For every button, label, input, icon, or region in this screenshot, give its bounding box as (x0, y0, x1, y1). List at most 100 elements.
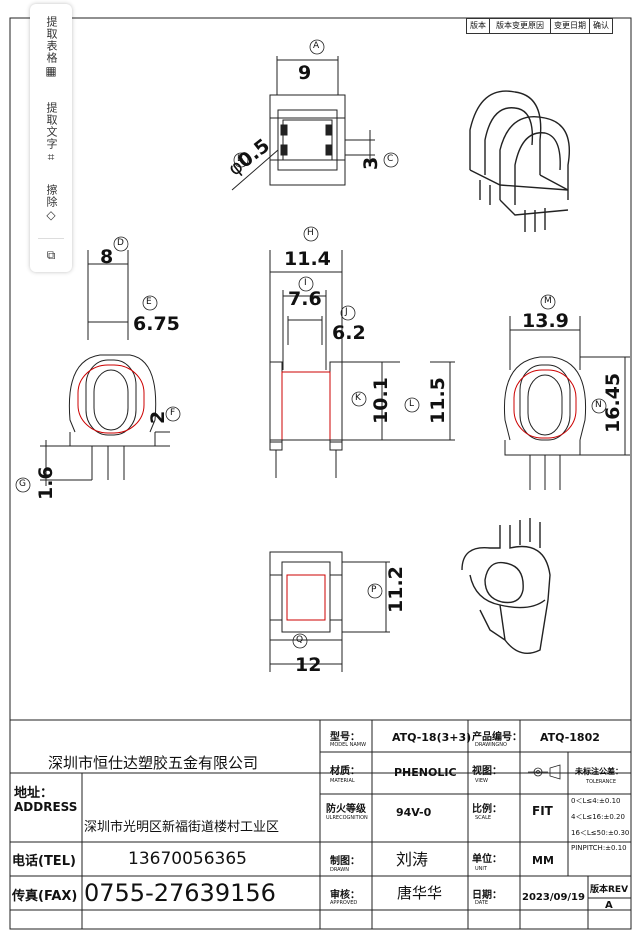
material-label-en: MATERIAL (330, 778, 355, 784)
marker-a-letter: A (313, 41, 320, 51)
dim-p-value: 11.2 (385, 566, 407, 613)
marker-q-letter: Q (296, 635, 304, 645)
marker-f-letter: F (170, 408, 176, 418)
dim-e-value: 6.75 (133, 313, 180, 335)
tolerance-2: 4＜L≤16:±0.20 (571, 813, 625, 821)
dim-n-value: 16.45 (602, 372, 624, 433)
fax-label: 传真(FAX) (12, 889, 78, 904)
unit-label-en: UNIT (475, 866, 487, 872)
scale-label-en: SCALE (475, 815, 492, 821)
dim-k-value: 10.1 (370, 377, 392, 424)
drawing-no-value: ATQ-1802 (540, 731, 600, 744)
dim-l-value: 11.5 (427, 377, 449, 424)
extract-table-label: 提取表格 (45, 16, 58, 64)
extract-text-label: 提取文字 (45, 102, 58, 150)
rev-label: 版本REV (590, 885, 629, 895)
marker-l-letter: L (409, 399, 415, 409)
model-label-cn: 型号： (330, 732, 360, 743)
date-value: 2023/09/19 (522, 892, 585, 903)
model-label-en: MODEL NAMW (330, 742, 367, 748)
address-value: 深圳市光明区新福街道楼村工业区 (84, 820, 280, 835)
rev-version: 版本 (467, 19, 490, 33)
marker-g (15, 477, 31, 493)
marker-i (298, 276, 314, 292)
dim-a-value: 9 (298, 62, 312, 84)
tel-value: 13670056365 (128, 849, 247, 869)
dim-c-value: 3 (360, 156, 382, 170)
marker-b (233, 152, 249, 168)
fire-value: 94V-0 (396, 806, 432, 819)
scale-label-cn: 比例： (472, 804, 502, 815)
marker-h-letter: H (307, 228, 314, 238)
erase-button[interactable]: 擦除 ◇ (30, 182, 72, 222)
rev-confirm: 确认 (593, 21, 609, 30)
view-label-en: VIEW (475, 778, 488, 784)
right-view (503, 316, 630, 490)
approved-label-en: APPROVED (330, 900, 358, 906)
extract-table-button[interactable]: 提取表格 ▦ (30, 14, 72, 78)
date-label-cn: 日期： (472, 890, 502, 901)
marker-m-letter: M (544, 296, 552, 306)
marker-l (404, 397, 420, 413)
floating-toolbar: 提取表格 ▦ 提取文字 ⌗ 擦除 ◇ ⧉ (30, 4, 72, 272)
date-label-en: DATE (475, 900, 489, 906)
dim-d-value: 8 (100, 246, 114, 268)
tolerance-3: 16＜L≤50:±0.30 (571, 829, 630, 837)
marker-b-letter: B (237, 154, 244, 164)
material-label-cn: 材质： (330, 766, 360, 777)
marker-q (292, 633, 308, 649)
marker-c-letter: C (387, 154, 394, 164)
dim-j-value: 6.2 (332, 322, 366, 344)
address-label-cn: 地址： (14, 786, 54, 801)
marker-k (351, 391, 367, 407)
dim-f-value: 2 (147, 410, 169, 424)
drawing-no-label-cn: 产品编号： (472, 732, 522, 743)
marker-e (142, 295, 158, 311)
marker-m (540, 294, 556, 310)
text-scan-icon: ⌗ (47, 150, 55, 164)
marker-n (591, 398, 607, 414)
tolerance-title-en: TOLERANCE (586, 779, 617, 785)
company-name: 深圳市恒仕达塑胶五金有限公司 (48, 754, 259, 772)
address-label-en: ADDRESS (14, 800, 78, 814)
bottom-view (269, 551, 390, 672)
marker-j (340, 305, 356, 321)
approved-label-cn: 审核： (330, 890, 360, 901)
tolerance-title-cn: 未标注公差： (575, 767, 623, 776)
rev-change-date: 变更日期 (551, 19, 590, 33)
model-value: ATQ-18(3+3) (392, 731, 472, 744)
drawn-value: 刘涛 (396, 850, 429, 869)
screenshot-icon: ⧉ (46, 248, 56, 262)
unit-label-cn: 单位： (472, 854, 502, 865)
fax-value: 0755-27639156 (84, 879, 276, 907)
marker-d (113, 236, 129, 252)
marker-d-letter: D (117, 238, 124, 248)
title-block-grid (10, 719, 631, 929)
marker-a (309, 39, 325, 55)
marker-h (303, 226, 319, 242)
dim-m-value: 13.9 (522, 310, 569, 332)
view-label-cn: 视图： (472, 766, 502, 777)
table-icon: ▦ (45, 64, 57, 78)
erase-label: 擦除 (45, 184, 58, 208)
tolerance-1: 0＜L≤4:±0.10 (571, 797, 621, 805)
fire-label-en: ULRECOGNITION (326, 815, 368, 821)
rev-value: A (605, 900, 613, 911)
fire-label-cn: 防火等级 (326, 804, 366, 815)
marker-c (383, 152, 399, 168)
marker-g-letter: G (19, 479, 26, 489)
dim-g-value: 1.6 (35, 466, 57, 500)
marker-f (165, 406, 181, 422)
tel-label: 电话(TEL) (12, 854, 76, 869)
dim-h-value: 11.4 (284, 248, 331, 270)
side-view (269, 250, 455, 478)
drawn-label-en: DRAWN (330, 867, 349, 873)
tolerance-4: PINPITCH:±0.10 (571, 844, 627, 852)
eraser-icon: ◇ (46, 208, 56, 222)
screenshot-button[interactable]: ⧉ (30, 248, 72, 262)
revision-table: 版本 版本变更原因 变更日期 确认 (466, 18, 613, 34)
extract-text-button[interactable]: 提取文字 ⌗ (30, 100, 72, 164)
top-view (231, 56, 375, 191)
